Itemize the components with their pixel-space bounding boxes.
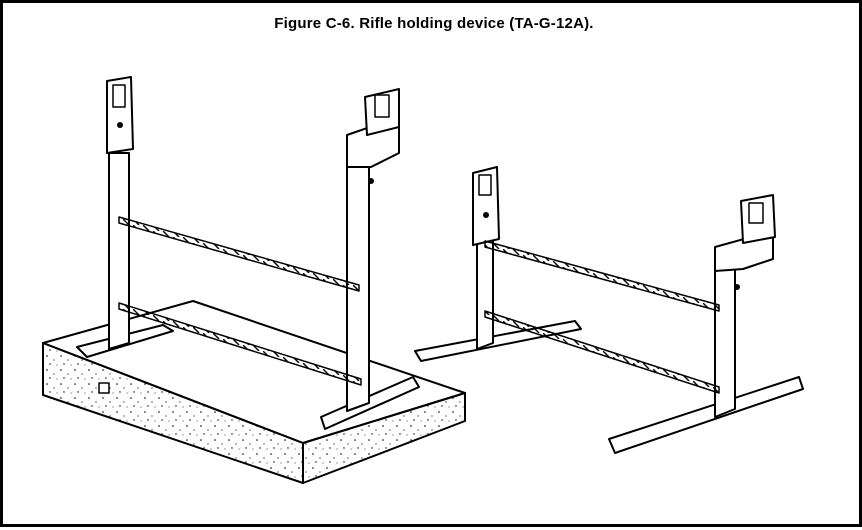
- standalone-lower-rod: [485, 311, 719, 393]
- device-standalone: [415, 167, 803, 453]
- standalone-upper-rod: [485, 241, 719, 311]
- right-bracket-bolt: [368, 178, 374, 184]
- device-on-base: [43, 77, 465, 483]
- standalone-left-foot: [415, 321, 581, 361]
- upper-threaded-rod: [119, 217, 359, 291]
- base-bracket: [99, 383, 109, 393]
- standalone-left-slot: [479, 175, 491, 195]
- standalone-right-bolt: [734, 284, 740, 290]
- standalone-right-slot: [749, 203, 763, 223]
- left-clamp-bolt: [117, 122, 123, 128]
- standalone-left-upright: [477, 235, 493, 349]
- left-upright: [109, 153, 129, 349]
- rifle-holding-device-illustration: [3, 3, 862, 530]
- left-clamp-slot: [113, 85, 125, 107]
- standalone-left-bolt: [483, 212, 489, 218]
- right-clamp-slot: [375, 95, 389, 117]
